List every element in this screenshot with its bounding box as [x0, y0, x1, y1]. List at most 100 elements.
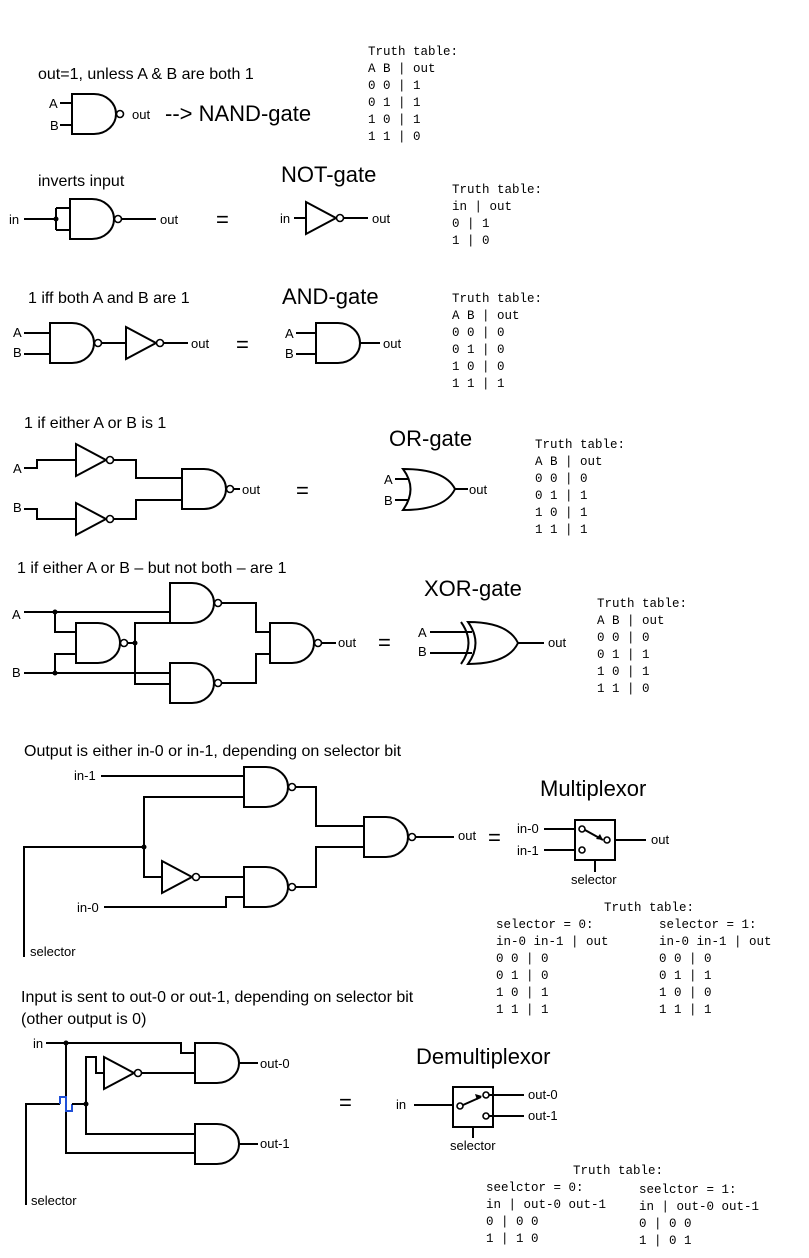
mux-section: Output is either in-0 or in-1, depending… [23, 743, 772, 1017]
xor-nand-gate-4 [269, 622, 323, 664]
mux-nand-gate-3 [363, 816, 417, 858]
truth-line: 0 0 | 0 [496, 952, 549, 966]
not-title: NOT-gate [281, 162, 376, 187]
and-label-b-left: B [13, 345, 22, 360]
truth-line: in | out [452, 200, 512, 214]
xor-label-a-right: A [418, 625, 427, 640]
nand-section: out=1, unless A & B are both 1 A B out -… [38, 45, 458, 144]
or-label-out-left: out [242, 482, 260, 497]
and-not-gate-symbol [125, 326, 165, 360]
truth-line: seelctor = 1: [639, 1183, 737, 1197]
nand-heading: out=1, unless A & B are both 1 [38, 66, 254, 83]
or-truth-table: Truth table: A B | out 0 0 | 0 0 1 | 1 1… [535, 438, 625, 537]
xor-label-a-left: A [12, 607, 21, 622]
truth-line: 1 1 | 1 [496, 1003, 549, 1017]
not-label-in: in [9, 212, 19, 227]
and-heading: 1 iff both A and B are 1 [28, 290, 190, 307]
demux-title: Demultiplexor [416, 1044, 551, 1069]
demux-label-in-left: in [33, 1036, 43, 1051]
xor-nand-gate-2 [169, 582, 223, 624]
truth-line: selector = 0: [496, 918, 594, 932]
not-label-out-right: out [372, 211, 390, 226]
or-not-gate-b [75, 502, 115, 536]
truth-line: 0 | 0 0 [639, 1217, 692, 1231]
truth-line: 0 1 | 1 [368, 96, 421, 110]
demux-heading-1: Input is sent to out-0 or out-1, dependi… [21, 989, 414, 1006]
truth-line: 1 0 | 0 [659, 986, 712, 1000]
and-title: AND-gate [282, 284, 379, 309]
truth-line: seelctor = 0: [486, 1181, 584, 1195]
xor-nand-gate-3 [169, 662, 223, 704]
truth-line: 1 0 | 1 [597, 665, 650, 679]
truth-title: Truth table: [604, 901, 694, 915]
or-section: 1 if either A or B is 1 OR-gate A B out … [13, 415, 625, 537]
not-truth-table: Truth table: in | out 0 | 1 1 | 0 [452, 183, 542, 248]
xor-truth-table: Truth table: A B | out 0 0 | 0 0 1 | 1 1… [597, 597, 687, 696]
truth-line: Truth table: [597, 597, 687, 611]
mux-not-gate [161, 860, 201, 894]
or-equals: = [296, 478, 309, 503]
xor-heading: 1 if either A or B – but not both – are … [17, 560, 287, 577]
truth-line: in-0 in-1 | out [659, 935, 772, 949]
truth-line: 0 1 | 1 [659, 969, 712, 983]
mux-title: Multiplexor [540, 776, 646, 801]
truth-line: 0 1 | 1 [597, 648, 650, 662]
truth-line: A B | out [368, 62, 436, 76]
nand-truth-table: Truth table: A B | out 0 0 | 1 0 1 | 1 1… [368, 45, 458, 144]
xor-equals: = [378, 630, 391, 655]
truth-line: 1 | 0 [452, 234, 490, 248]
truth-line: selector = 1: [659, 918, 757, 932]
xor-label-out-right: out [548, 635, 566, 650]
or-label-b-right: B [384, 493, 393, 508]
demux-truth-table: Truth table: seelctor = 0: in | out-0 ou… [486, 1164, 759, 1248]
truth-line: 0 | 0 0 [486, 1215, 539, 1229]
demux-label-selector-right: selector [450, 1138, 496, 1153]
or-label-out-right: out [469, 482, 487, 497]
xor-label-out-left: out [338, 635, 356, 650]
truth-line: 1 0 | 0 [452, 360, 505, 374]
xor-label-b-left: B [12, 665, 21, 680]
not-heading: inverts input [38, 173, 125, 190]
demux-heading-2: (other output is 0) [21, 1011, 146, 1028]
mux-label-selector-right: selector [571, 872, 617, 887]
and-gate-symbol [315, 322, 361, 364]
mux-truth-table: Truth table: selector = 0: in-0 in-1 | o… [496, 901, 772, 1017]
truth-line: 0 1 | 1 [535, 489, 588, 503]
mux-label-in1-right: in-1 [517, 843, 539, 858]
and-label-a-left: A [13, 325, 22, 340]
demux-and-gate-2 [194, 1123, 240, 1165]
truth-line: A B | out [535, 455, 603, 469]
mux-label-in0-right: in-0 [517, 821, 539, 836]
truth-title: Truth table: [573, 1164, 663, 1178]
truth-line: 0 1 | 0 [496, 969, 549, 983]
and-truth-table: Truth table: A B | out 0 0 | 0 0 1 | 0 1… [452, 292, 542, 391]
mux-equals: = [488, 825, 501, 850]
and-nand-gate-symbol [49, 322, 103, 364]
truth-line: in-0 in-1 | out [496, 935, 609, 949]
truth-line: A B | out [597, 614, 665, 628]
mux-symbol: in-0 in-1 out selector [517, 819, 669, 887]
demux-label-in-right: in [396, 1097, 406, 1112]
truth-line: Truth table: [368, 45, 458, 59]
wire-jumper-icon [59, 1096, 73, 1112]
or-title: OR-gate [389, 426, 472, 451]
xor-label-b-right: B [418, 644, 427, 659]
not-section: inverts input NOT-gate in out = in out T… [9, 162, 542, 248]
xor-nand-gate-1 [75, 622, 129, 664]
and-label-b-right: B [285, 346, 294, 361]
demux-equals: = [339, 1090, 352, 1115]
truth-line: A B | out [452, 309, 520, 323]
mux-heading: Output is either in-0 or in-1, depending… [24, 743, 402, 760]
truth-line: Truth table: [452, 292, 542, 306]
and-label-a-right: A [285, 326, 294, 341]
xor-gate-symbol [466, 620, 520, 666]
truth-line: 1 1 | 1 [452, 377, 505, 391]
demux-label-selector-left: selector [31, 1193, 77, 1208]
not-label-out-left: out [160, 212, 178, 227]
nand-gate-symbol [71, 93, 125, 135]
or-nand-gate-symbol [181, 468, 235, 510]
and-label-out-right: out [383, 336, 401, 351]
truth-line: 0 0 | 0 [535, 472, 588, 486]
mux-nand-gate-1 [243, 766, 297, 808]
truth-line: 0 0 | 1 [368, 79, 421, 93]
